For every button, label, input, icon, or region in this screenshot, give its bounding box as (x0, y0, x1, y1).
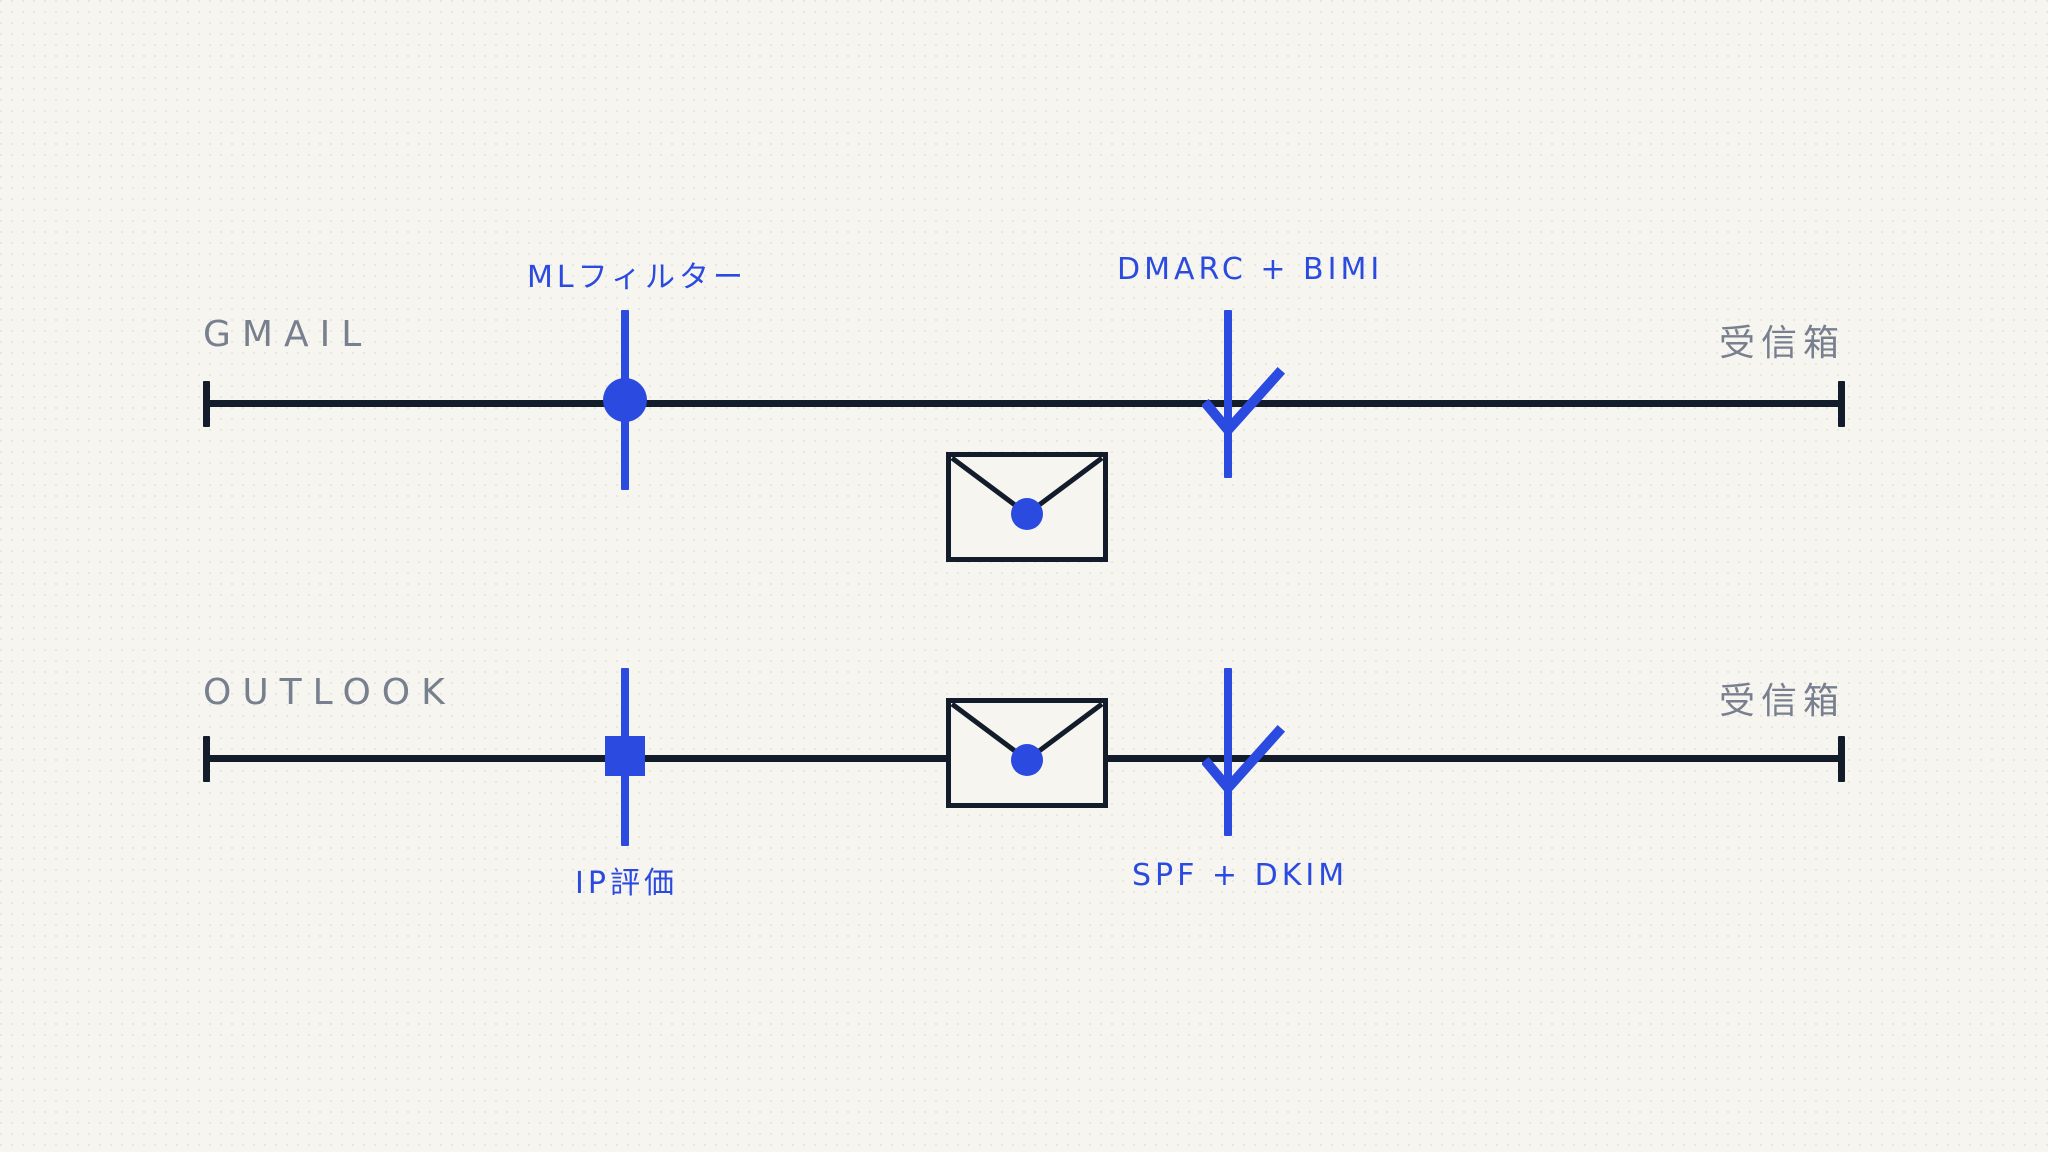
envelope-body (946, 452, 1108, 562)
marker-stem-spf-dkim (1224, 668, 1232, 836)
marker-dmarc-bimi[interactable] (1202, 310, 1292, 478)
circle-marker-icon (603, 378, 647, 422)
square-marker-icon (605, 736, 645, 776)
envelope-flap (950, 701, 1104, 776)
marker-label-spf-dkim: SPF + DKIM (1132, 858, 1349, 893)
timeline-end-cap-outlook (1838, 736, 1845, 782)
marker-stem-dmarc-bimi (1224, 310, 1232, 478)
marker-ip-reputation[interactable] (601, 668, 649, 846)
marker-ml-filter[interactable] (601, 310, 649, 490)
marker-label-ml-filter: MLフィルター (527, 260, 747, 295)
track-label-outlook: OUTLOOK (203, 672, 456, 713)
track-endpoint-label-gmail: 受信箱 (1718, 323, 1845, 364)
envelope-icon-gmail[interactable] (946, 452, 1108, 562)
timeline-rail-gmail (203, 400, 1845, 407)
track-endpoint-label-outlook: 受信箱 (1718, 681, 1845, 722)
timeline-start-cap-gmail (203, 381, 210, 427)
marker-label-dmarc-bimi: DMARC + BIMI (1117, 252, 1384, 287)
envelope-flap (950, 455, 1104, 530)
checkmark-icon (1202, 358, 1292, 438)
timeline-end-cap-gmail (1838, 381, 1845, 427)
envelope-icon-outlook[interactable] (946, 698, 1108, 808)
track-label-gmail: GMAIL (203, 314, 373, 355)
checkmark-icon (1202, 716, 1292, 796)
timeline-start-cap-outlook (203, 736, 210, 782)
marker-spf-dkim[interactable] (1202, 668, 1292, 836)
marker-label-ip-reputation: IP評価 (575, 866, 678, 901)
